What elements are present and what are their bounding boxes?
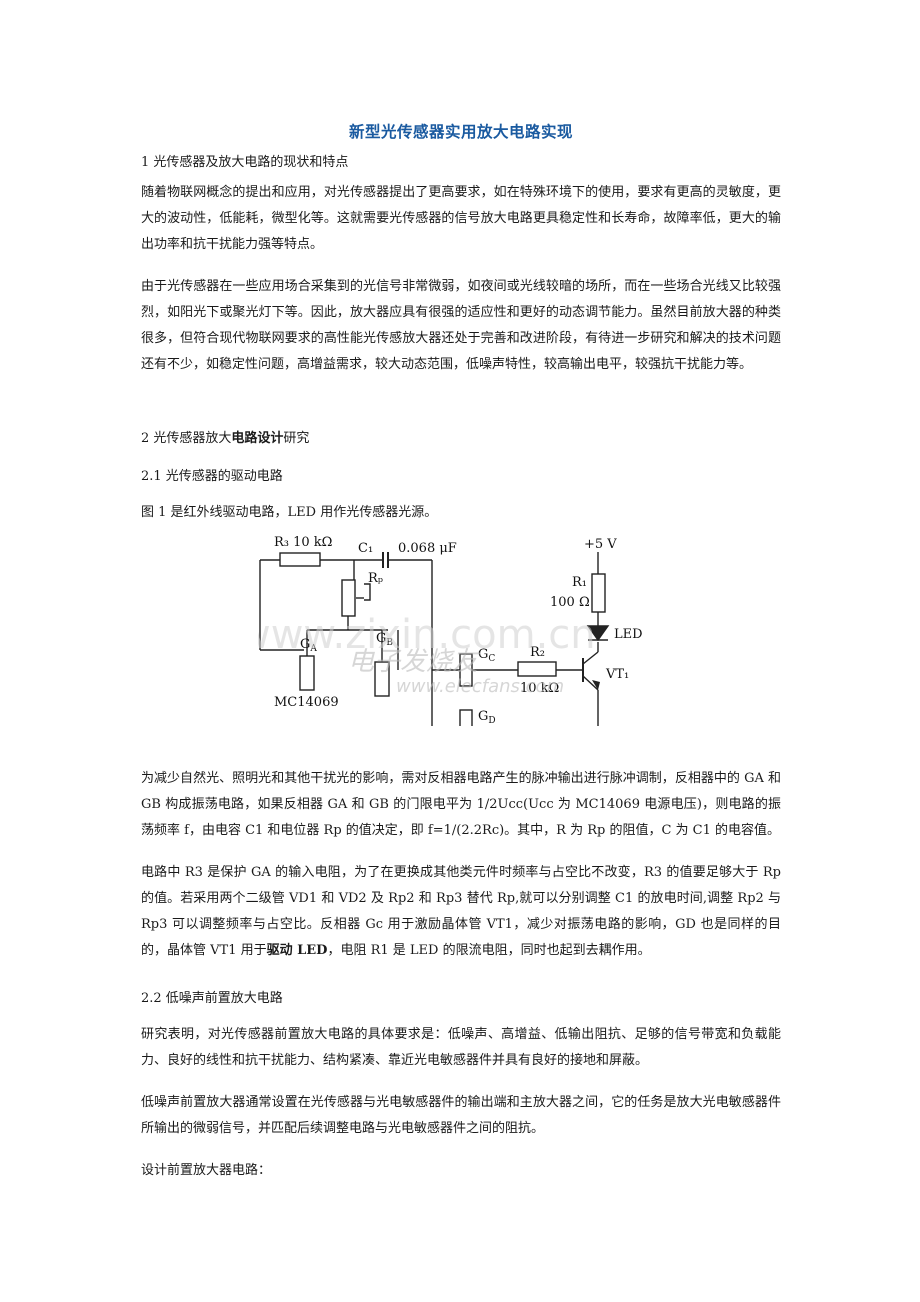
label-ic: MC14069	[274, 695, 339, 710]
paragraph-r3-tail: ，电阻 R1 是 LED 的限流电阻，同时也起到去耦作用。	[327, 943, 651, 958]
ga-gate	[299, 655, 315, 691]
label-c1-value: 0.068 μF	[398, 541, 457, 556]
paragraph-oscillator: 为减少自然光、照明光和其他干扰光的影响，需对反相器电路产生的脉冲输出进行脉冲调制…	[141, 771, 781, 838]
r2-resistor	[517, 661, 557, 677]
label-r1-value: 100 Ω	[550, 595, 590, 610]
watermark-elecfans-cn: 电子发烧友	[348, 647, 481, 677]
label-gb: GB	[376, 631, 393, 648]
label-vcc: +5 V	[584, 537, 617, 552]
r1-resistor	[591, 573, 606, 613]
label-rp: Rₚ	[368, 571, 383, 586]
section-1-paragraph-1: 随着物联网概念的提出和应用，对光传感器提出了更高要求，如在特殊环境下的使用，要求…	[141, 185, 781, 252]
section-2-heading-post: 研究	[283, 431, 310, 446]
drive-led-link[interactable]: 驱动 LED	[266, 943, 328, 958]
label-r3: R₃ 10 kΩ	[274, 535, 332, 550]
section-2-2-paragraph-2: 低噪声前置放大器通常设置在光传感器与光电敏感器件的输出端和主放大器之间，它的任务…	[141, 1095, 781, 1136]
section-2-2-paragraph-3: 设计前置放大器电路：	[141, 1163, 272, 1178]
watermark-elecfans: www.elecfans.com	[396, 676, 564, 697]
paragraph-r3: 电路中 R3 是保护 GA 的输入电阻，为了在更换成其他类元件时频率与占空比不改…	[141, 860, 781, 964]
gd-gate	[459, 709, 473, 726]
watermark-zixin: www.zixin.com.cn	[258, 612, 596, 658]
paragraph-r3-text: 电路中 R3 是保护 GA 的输入电阻，为了在更换成其他类元件时频率与占空比不改…	[141, 865, 781, 958]
figure-intro: 图 1 是红外线驱动电路，LED 用作光传感器光源。	[141, 505, 438, 520]
section-2-2-heading: 2.2 低噪声前置放大电路	[141, 991, 283, 1006]
section-2-heading-pre: 2 光传感器放大	[141, 431, 232, 446]
label-r2: R₂	[530, 645, 545, 660]
label-led: LED	[614, 627, 643, 642]
label-r1: R₁	[572, 575, 587, 590]
label-ga: GA	[300, 637, 317, 654]
label-vt1: VT₁	[605, 667, 629, 682]
label-gd: GD	[478, 709, 496, 726]
section-2-heading-link[interactable]: 电路设计	[231, 431, 284, 446]
rp-potentiometer	[341, 579, 356, 617]
circuit-diagram: R₃ 10 kΩ C₁ 0.068 μF Rₚ GA GB GC GD MC14…	[258, 535, 643, 726]
document-title: 新型光传感器实用放大电路实现	[348, 123, 573, 141]
section-1-heading: 1 光传感器及放大电路的现状和特点	[141, 155, 349, 170]
section-2-1-heading: 2.1 光传感器的驱动电路	[141, 469, 283, 484]
r3-resistor	[279, 552, 321, 567]
label-c1: C₁	[358, 541, 373, 556]
section-1-paragraph-2: 由于光传感器在一些应用场合采集到的光信号非常微弱，如夜间或光线较暗的场所，而在一…	[141, 279, 781, 372]
label-r2-value: 10 kΩ	[520, 681, 559, 696]
section-2-2-paragraph-1: 研究表明，对光传感器前置放大电路的具体要求是：低噪声、高增益、低输出阻抗、足够的…	[141, 1027, 781, 1068]
label-gc: GC	[478, 647, 495, 664]
section-2-heading: 2 光传感器放大电路设计研究	[141, 426, 781, 452]
